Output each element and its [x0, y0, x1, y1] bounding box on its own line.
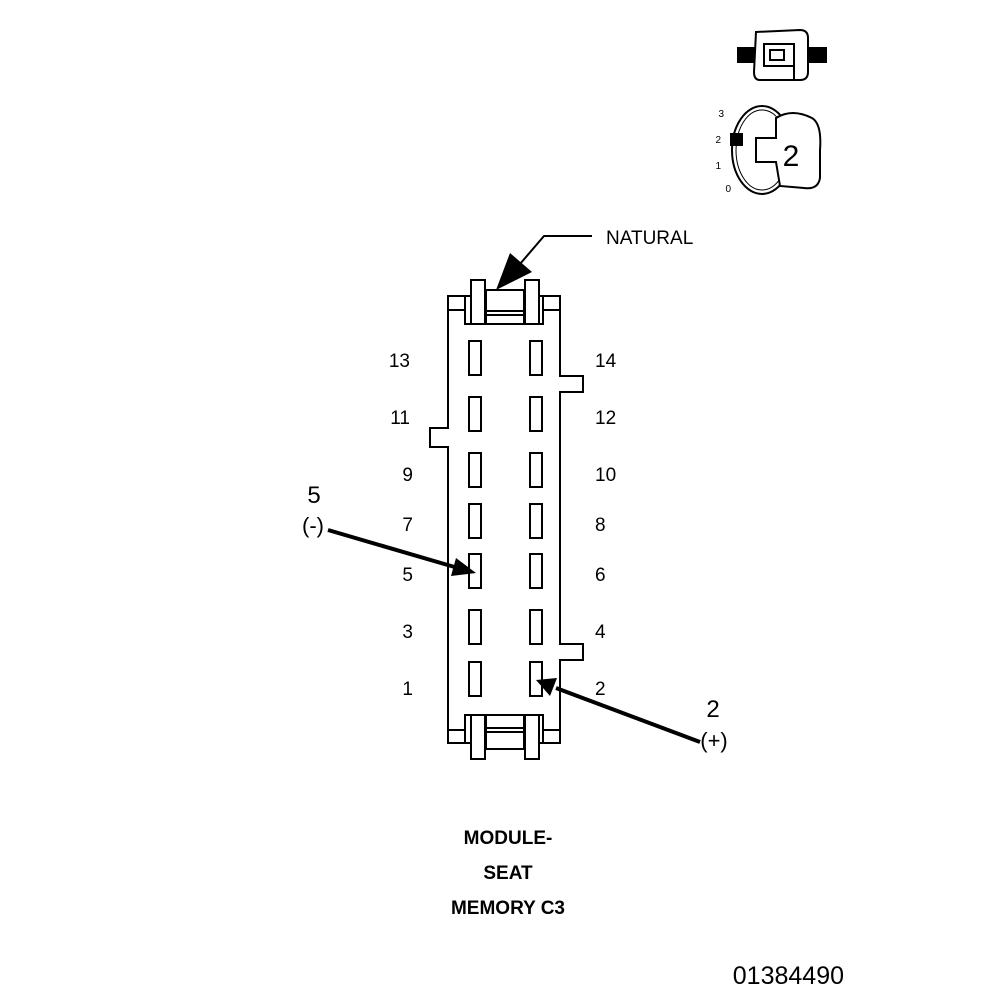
pin-cavity-left	[468, 661, 482, 697]
pin-label: 12	[595, 408, 616, 429]
pin-label: 13	[389, 351, 410, 372]
connector-name-line-3: MEMORY C3	[451, 898, 565, 919]
top-latch	[447, 279, 561, 325]
negative-probe-arrow	[327, 528, 476, 576]
pin-label: 9	[402, 465, 413, 486]
indicator-value: 2	[783, 140, 800, 173]
position-indicator-icon: 3 2 1 0 2	[715, 105, 822, 195]
bottom-latch	[447, 714, 561, 760]
pin-cavity-left	[468, 452, 482, 488]
connector-name-line-1: MODULE-	[464, 828, 553, 849]
indicator-scale-0: 0	[725, 184, 731, 195]
pin-label: 1	[402, 679, 413, 700]
pin-label: 14	[595, 351, 617, 372]
connector-housing	[429, 295, 584, 731]
indicator-scale-3: 3	[718, 109, 724, 120]
negative-callout-sign: (-)	[302, 513, 324, 538]
pin-labels-left: 13 11 9 7 5 3 1	[389, 351, 413, 700]
pin-cavity-left	[468, 396, 482, 432]
pin-cavities	[468, 340, 543, 697]
connector-color-label: NATURAL	[606, 228, 693, 249]
positive-callout-sign: (+)	[700, 728, 728, 753]
connector-face-icon	[737, 28, 827, 81]
pin-cavity-left	[468, 503, 482, 539]
pin-label: 3	[402, 622, 413, 643]
pin-label: 5	[402, 565, 413, 586]
pin-label: 4	[595, 622, 606, 643]
indicator-scale-2: 2	[715, 135, 721, 146]
pin-label: 6	[595, 565, 606, 586]
pin-cavity-right	[529, 661, 543, 697]
pin-label: 7	[402, 515, 413, 536]
pin-cavity-right	[529, 553, 543, 589]
pin-labels-right: 14 12 10 8 6 4 2	[595, 351, 617, 700]
pin-cavity-right	[529, 396, 543, 432]
pin-label: 11	[390, 408, 410, 429]
pin-cavity-left	[468, 609, 482, 645]
pin-cavity-right	[529, 452, 543, 488]
pin-cavity-right	[529, 340, 543, 376]
pin-label: 2	[595, 679, 606, 700]
negative-callout-pin: 5	[307, 482, 320, 509]
indicator-scale-1: 1	[715, 161, 721, 172]
connector-name-line-2: SEAT	[483, 863, 533, 884]
positive-callout-pin: 2	[706, 696, 719, 723]
positive-probe-arrow	[536, 678, 701, 744]
pin-cavity-right	[529, 609, 543, 645]
pin-cavity-left	[468, 340, 482, 376]
pin-label: 10	[595, 465, 616, 486]
pin-label: 8	[595, 515, 606, 536]
natural-leader	[496, 235, 592, 290]
pin-cavity-right	[529, 503, 543, 539]
document-id: 01384490	[733, 962, 844, 990]
